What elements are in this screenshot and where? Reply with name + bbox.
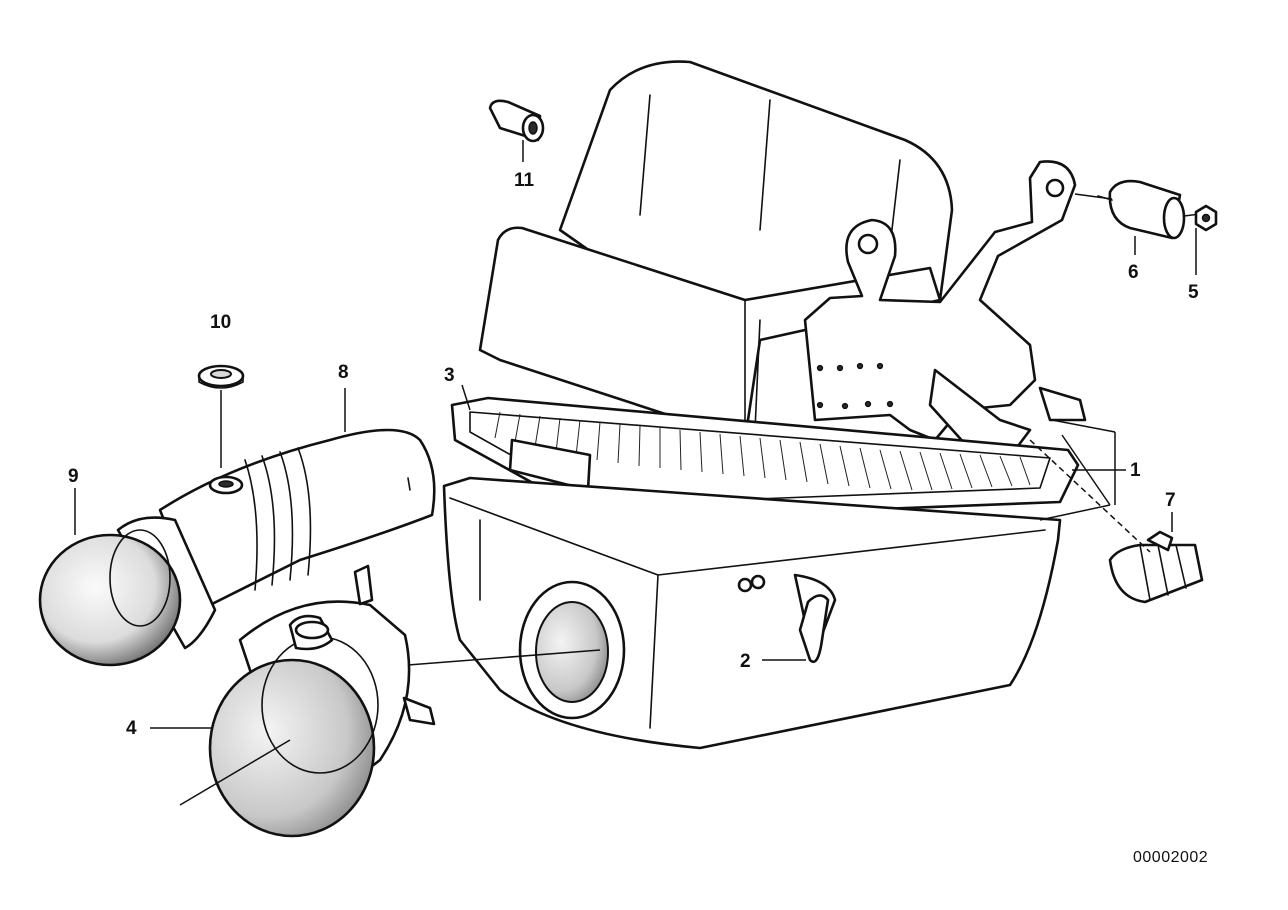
callout-2: 2 (740, 651, 751, 672)
callout-6: 6 (1128, 262, 1139, 283)
part-2-clip (798, 594, 830, 664)
leader-lines (74, 140, 1197, 806)
callout-11: 11 (514, 170, 535, 191)
part-8-hose (158, 428, 436, 612)
part-10-grommet (197, 364, 245, 389)
callout-3: 3 (444, 365, 455, 386)
callout-1: 1 (1130, 460, 1141, 481)
part-6-rubber-mount (1097, 179, 1201, 240)
part-11-sleeve (488, 99, 545, 143)
callout-7: 7 (1165, 490, 1176, 511)
lower-housing (442, 476, 1062, 750)
callout-8: 8 (338, 362, 349, 383)
bracket-holes (816, 362, 894, 410)
callout-9: 9 (68, 466, 79, 487)
mounting-bracket (803, 160, 1087, 457)
callout-10: 10 (210, 312, 231, 333)
callout-4: 4 (126, 718, 137, 739)
part-5-nut (1194, 204, 1218, 232)
part-9-funnel (38, 516, 217, 667)
callout-labels: 1 2 3 4 5 6 7 8 9 10 11 (68, 170, 1199, 739)
part-7-clip (1108, 530, 1204, 604)
callout-5: 5 (1188, 282, 1199, 303)
part-4-air-meter (208, 564, 436, 838)
document-number: 00002002 (1133, 849, 1208, 866)
filter-pleats (494, 411, 1031, 491)
